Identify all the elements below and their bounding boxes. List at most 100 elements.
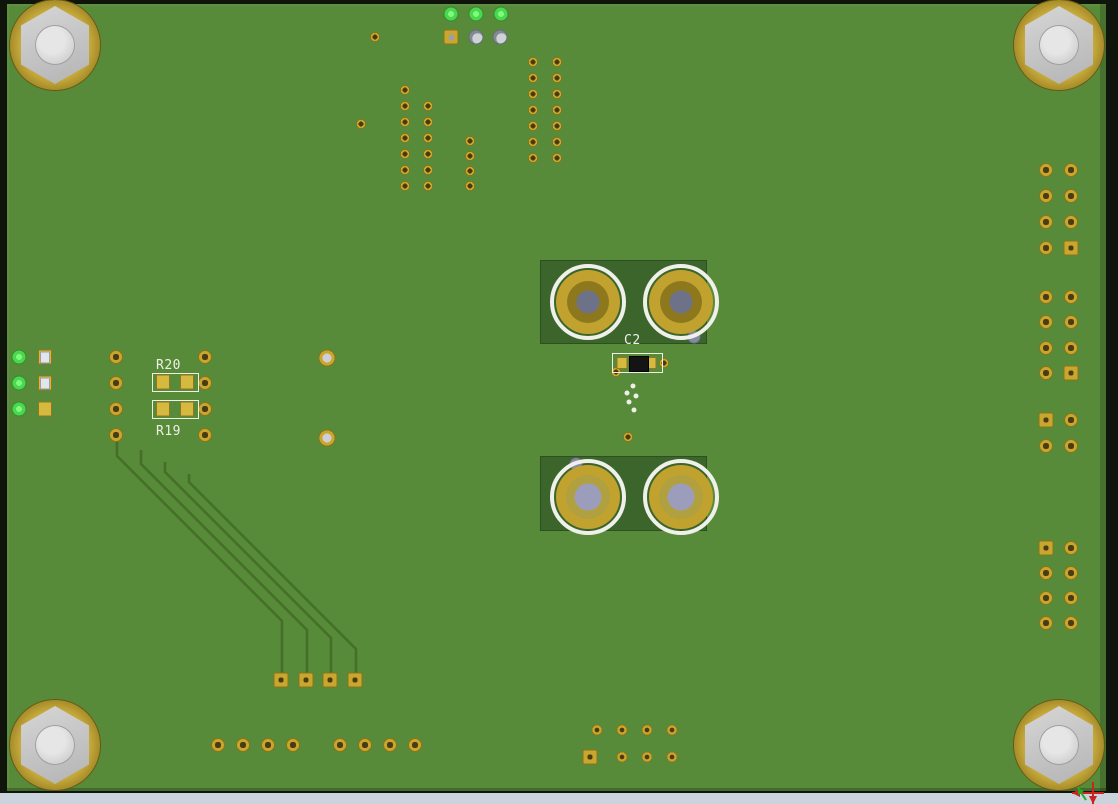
- through-hole-pad: [1039, 616, 1053, 630]
- via: [552, 89, 562, 99]
- smd-pad: [156, 401, 170, 417]
- large-plated-hole: [643, 264, 719, 340]
- through-hole-pad: [1064, 163, 1078, 177]
- via: [465, 181, 475, 191]
- silkscreen-label-c2: C2: [624, 333, 641, 348]
- through-hole-pad: [1039, 439, 1053, 453]
- through-hole-pad: [333, 738, 347, 752]
- via: [528, 153, 538, 163]
- smd-pad: [156, 374, 170, 390]
- plated-hole-pad: [318, 349, 336, 367]
- through-hole-pad: [1064, 566, 1078, 580]
- via: [552, 121, 562, 131]
- smd-pad-small: [616, 357, 628, 369]
- via: [528, 121, 538, 131]
- screw-inner-circle: [1040, 726, 1078, 764]
- via: [400, 165, 410, 175]
- mounting-screw-top-right: [1014, 0, 1104, 90]
- through-hole-pad: [358, 738, 372, 752]
- through-hole-pad: [1039, 189, 1053, 203]
- square-pad: [347, 672, 363, 688]
- smd-pad: [180, 401, 194, 417]
- square-pad: [298, 672, 314, 688]
- component-body: [40, 377, 50, 389]
- silkscreen-dot: [631, 407, 637, 413]
- via: [552, 153, 562, 163]
- via: [623, 432, 633, 442]
- silkscreen-dot: [633, 393, 639, 399]
- through-hole-pad: [1064, 439, 1078, 453]
- mounting-screw-bottom-right: [1014, 700, 1104, 790]
- large-plated-hole: [550, 264, 626, 340]
- resistor-r20-outline: [152, 373, 199, 392]
- through-hole-pad: [1039, 215, 1053, 229]
- via: [423, 101, 433, 111]
- silkscreen-dot: [624, 390, 630, 396]
- hole-bore: [576, 290, 600, 314]
- through-hole-pad: [1064, 215, 1078, 229]
- screw-inner-circle: [36, 726, 74, 764]
- square-pad: [1063, 365, 1079, 381]
- through-hole-pad: [1039, 163, 1053, 177]
- via: [370, 32, 380, 42]
- through-hole-pad: [236, 738, 250, 752]
- silkscreen-label-r20: R20: [156, 358, 181, 373]
- via: [400, 181, 410, 191]
- bright-green-pad: [493, 6, 509, 22]
- square-pad: [1038, 412, 1054, 428]
- through-hole-pad: [1039, 315, 1053, 329]
- through-hole-pad: [1064, 616, 1078, 630]
- via: [400, 117, 410, 127]
- via: [400, 149, 410, 159]
- hole-bore: [574, 483, 602, 511]
- through-hole-pad: [1064, 189, 1078, 203]
- through-hole-pad: [1039, 366, 1053, 380]
- through-hole-pad: [1039, 290, 1053, 304]
- square-pad: [1038, 540, 1054, 556]
- through-hole-pad: [408, 738, 422, 752]
- mounting-screw-bottom-left: [10, 700, 100, 790]
- large-plated-hole: [550, 459, 626, 535]
- via: [465, 136, 475, 146]
- capacitor-c2-outline: [612, 353, 663, 373]
- via: [465, 151, 475, 161]
- via: [400, 133, 410, 143]
- component-body: [40, 351, 50, 363]
- through-hole-pad: [1064, 290, 1078, 304]
- via: [528, 89, 538, 99]
- through-hole-pad: [198, 376, 212, 390]
- through-hole-pad: [198, 428, 212, 442]
- via: [465, 166, 475, 176]
- through-hole-pad: [109, 428, 123, 442]
- through-hole-pad: [286, 738, 300, 752]
- through-hole-pad: [1064, 341, 1078, 355]
- edge-component-pad: [38, 375, 52, 391]
- through-hole-pad-small: [591, 724, 603, 736]
- via: [423, 133, 433, 143]
- bright-green-pad: [11, 401, 27, 417]
- through-hole-pad: [1039, 341, 1053, 355]
- square-pad: [322, 672, 338, 688]
- edge-component-pad: [38, 349, 52, 365]
- board-surface[interactable]: [7, 4, 1106, 791]
- bright-green-pad: [443, 6, 459, 22]
- via: [528, 57, 538, 67]
- through-hole-pad-small: [666, 751, 678, 763]
- via: [423, 149, 433, 159]
- mounting-screw-top-left: [10, 0, 100, 90]
- square-pad: [1063, 240, 1079, 256]
- bright-green-pad: [11, 375, 27, 391]
- smd-pad: [38, 401, 52, 417]
- round-metal-component: [492, 29, 508, 45]
- via: [528, 73, 538, 83]
- through-hole-pad-small: [616, 751, 628, 763]
- via: [528, 137, 538, 147]
- through-hole-pad: [1064, 315, 1078, 329]
- large-plated-hole: [643, 459, 719, 535]
- origin-axis-marker: [1072, 782, 1104, 804]
- via: [400, 101, 410, 111]
- through-hole-pad-small: [641, 724, 653, 736]
- through-hole-pad: [109, 376, 123, 390]
